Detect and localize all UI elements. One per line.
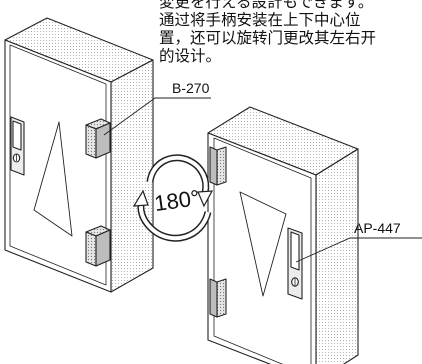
- caption-line-4: 的设计。: [159, 47, 222, 65]
- caption-text: 変更を行える設計もできます。 通过将手柄安装在上下中心位 置，还可以旋转门更改其…: [159, 0, 422, 65]
- handle-part-label: AP-447: [354, 220, 401, 236]
- caption-line-3: 置，还可以旋转门更改其左右开: [159, 29, 377, 47]
- caption-line-1: 変更を行える設計もできます。: [159, 0, 374, 11]
- right-top-hinge: [209, 146, 227, 186]
- callout-hinge: [103, 97, 211, 136]
- left-top-hinge: [85, 118, 111, 159]
- callout-handle: [295, 237, 422, 263]
- hinge-part-label: B-270: [172, 80, 210, 96]
- right-handle: [287, 227, 303, 300]
- left-handle: [10, 116, 25, 176]
- caption-line-2: 通过将手柄安装在上下中心位: [159, 11, 361, 29]
- left-bottom-hinge: [85, 225, 111, 267]
- door-triangle-mark: [239, 191, 287, 297]
- left-cabinet: [4, 17, 154, 293]
- rotation-arrow-icon: 180°: [132, 154, 214, 242]
- door-triangle-mark: [33, 121, 73, 237]
- right-bottom-hinge: [209, 278, 227, 318]
- right-cabinet: [207, 106, 359, 364]
- rotation-angle-text: 180°: [153, 185, 202, 216]
